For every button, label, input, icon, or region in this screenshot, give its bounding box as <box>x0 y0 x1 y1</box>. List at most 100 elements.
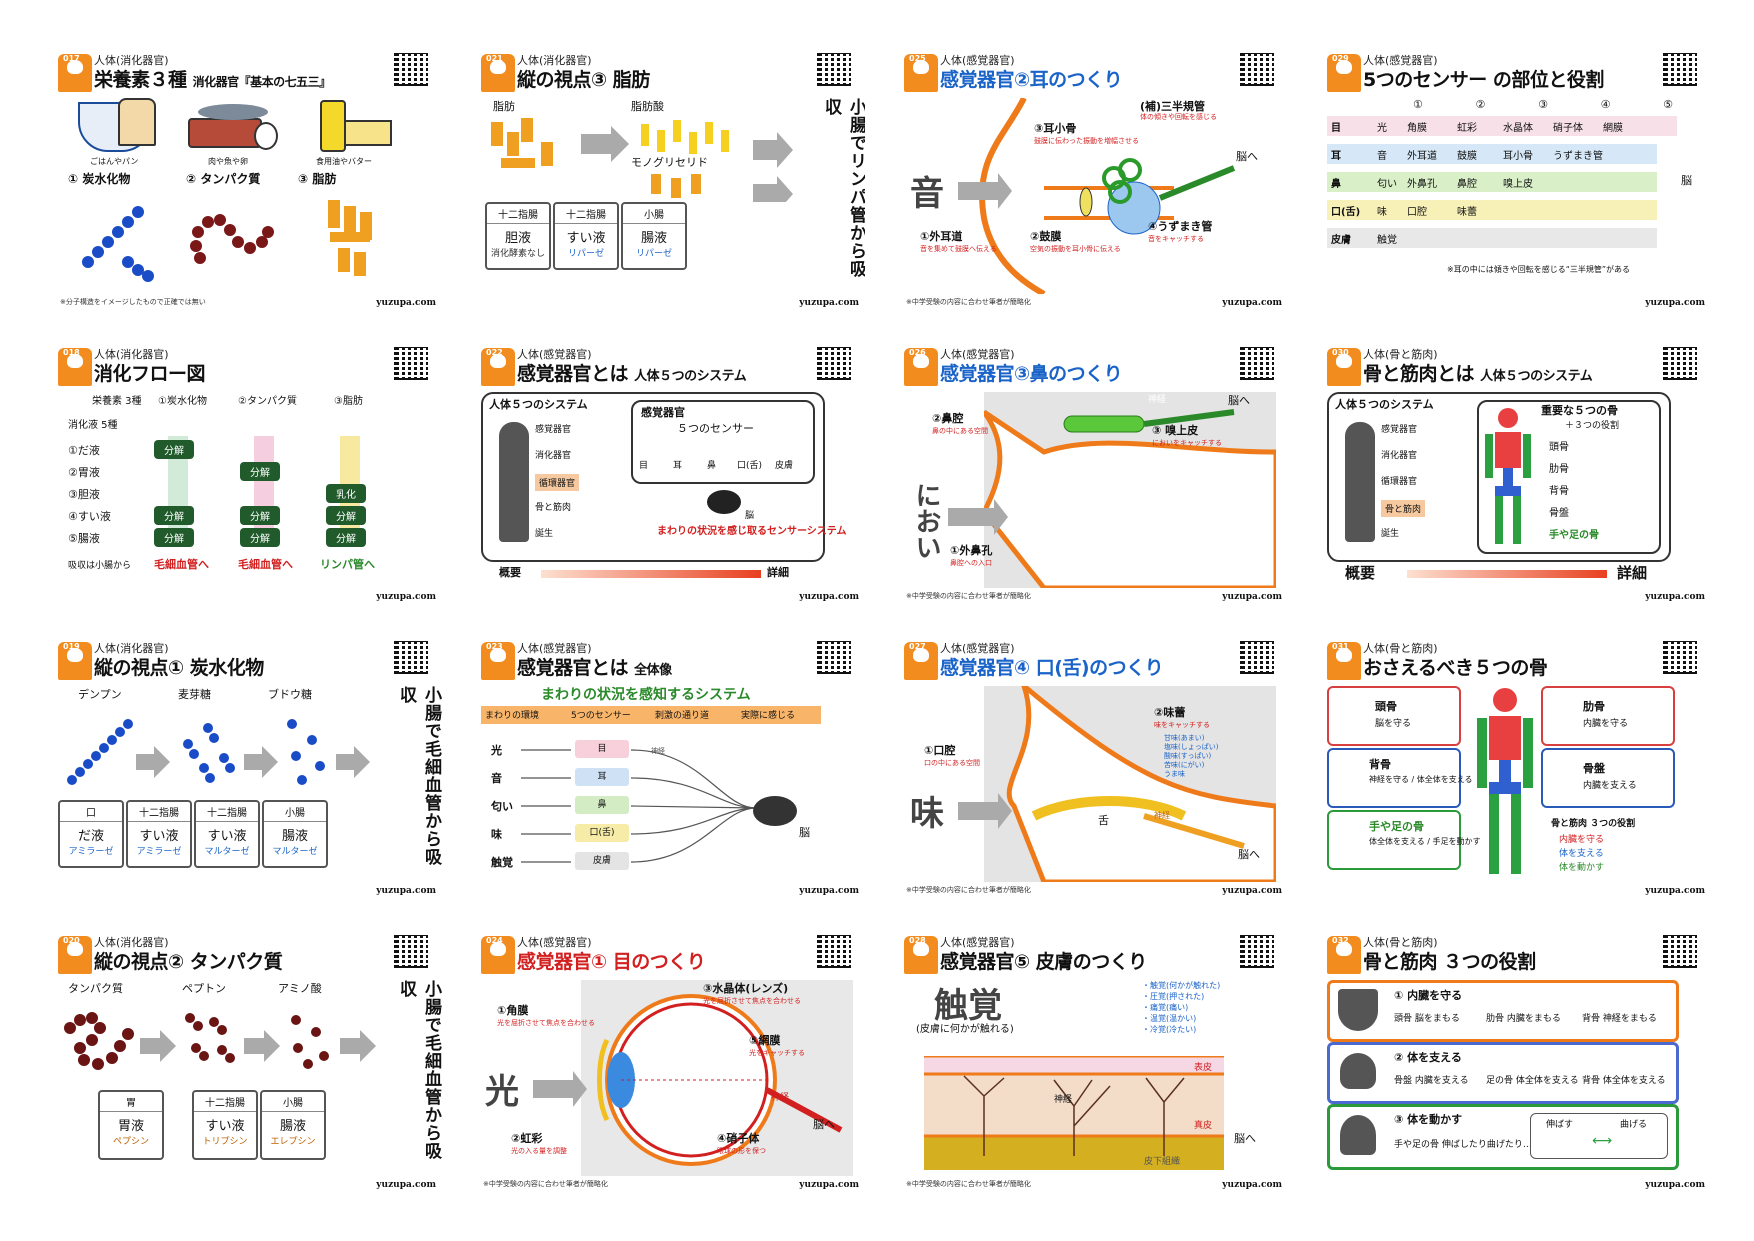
part-label: ①外耳道 <box>920 230 963 243</box>
digestion-flow-table: 栄養素 3種 消化液 5種 ①炭水化物 ②タンパク質 ③脂肪 ①だ液 ②胃液 ③… <box>58 392 430 588</box>
sensor-item: 口(舌) <box>737 461 763 471</box>
qr-code-icon <box>1240 346 1274 380</box>
brand-logo-icon <box>904 936 938 974</box>
card-sheet: 017 人体(消化器官) 栄養素３種 消化器官『基本の七五三』 ごはんやパン 肉… <box>52 48 1712 1192</box>
bone-box-pelvis: 骨盤 内臓を支える <box>1541 748 1675 808</box>
row-header: ②胃液 <box>68 466 100 479</box>
part-desc: 体の傾きや回転を感じる <box>1140 113 1217 121</box>
card-030: 030 人体(骨と筋肉) 骨と筋肉とは 人体５つのシステム 人体５つのシステム … <box>1321 342 1711 604</box>
absorb-label: リンパ管へ <box>320 558 375 571</box>
digestive-juice-box: 十二指腸すい液マルターゼ <box>194 800 260 868</box>
butter-icon <box>344 120 392 146</box>
brand-logo-icon <box>1327 54 1361 92</box>
table-row: 耳音 外耳道鼓膜耳小骨うずまき管 <box>1327 144 1657 164</box>
panel-title: 人体５つのシステム <box>1335 398 1434 411</box>
part-desc: 光を屈折させて焦点を合わせる <box>497 1019 595 1027</box>
shield-icon <box>1338 989 1378 1031</box>
process-pill: 分解 <box>240 528 280 547</box>
site-credit: yuzupa.com <box>1645 298 1705 308</box>
role-item: 体を支える <box>1559 849 1604 859</box>
nerve-label: 神経 <box>1054 1095 1073 1105</box>
qr-code-icon <box>1240 934 1274 968</box>
bone-box-limbs: 手や足の骨 体全体を支える / 手足を動かす <box>1327 810 1481 870</box>
system-panel <box>481 392 825 562</box>
card-category: 人体(感覚器官) <box>517 348 592 361</box>
overview-label: 概要 <box>499 566 521 579</box>
oil-bottle-icon <box>320 100 346 152</box>
system-item: 消化器官 <box>535 451 572 461</box>
col-header: ② <box>1475 98 1486 111</box>
card-title: 感覚器官③鼻のつくり <box>940 363 1123 385</box>
site-credit: yuzupa.com <box>1645 886 1705 896</box>
site-credit: yuzupa.com <box>1222 592 1282 602</box>
brand-logo-icon <box>58 54 92 92</box>
card-title: 骨と筋肉 ３つの役割 <box>1363 951 1536 973</box>
system-item: 感覚器官 <box>1381 425 1418 435</box>
stimulus-word: 光 <box>485 1072 519 1112</box>
nerve-label: 神経 <box>1154 811 1170 820</box>
sensor-eye: 目 <box>575 740 629 758</box>
system-item: 消化器官 <box>1381 451 1418 461</box>
bone-item: 骨盤 <box>1549 508 1569 519</box>
part-desc: 光の入る量を調整 <box>511 1147 567 1155</box>
process-pill: 乳化 <box>326 484 366 503</box>
layer-label: 表皮 <box>1194 1063 1213 1073</box>
brain-label: 脳へ <box>1228 394 1250 407</box>
card-number: 030 <box>1332 348 1349 357</box>
card-category: 人体(骨と筋肉) <box>1363 936 1438 949</box>
digestive-juice-box: 小腸腸液マルターゼ <box>262 800 328 868</box>
card-category: 人体(感覚器官) <box>940 348 1015 361</box>
role-item: 体を動かす <box>1559 863 1605 873</box>
fish-icon <box>198 104 268 120</box>
table-row: 鼻匂い 外鼻孔鼻腔嗅上皮 <box>1327 172 1657 192</box>
env-label: 光 <box>491 744 502 757</box>
process-pill: 分解 <box>326 528 366 547</box>
digestive-juice-box: 口だ液アミラーゼ <box>58 800 124 868</box>
system-item-highlight: 循環器官 <box>535 474 580 491</box>
footer-cell: 吸収は小腸から <box>68 561 132 571</box>
sensor-mouth: 口(舌) <box>575 824 629 842</box>
card-number: 029 <box>1332 54 1349 63</box>
process-pill: 分解 <box>154 506 194 525</box>
stage-label: 脂肪 <box>493 100 515 113</box>
card-category: 人体(感覚器官) <box>940 936 1015 949</box>
qr-code-icon <box>394 640 428 674</box>
card-title: 骨と筋肉とは 人体５つのシステム <box>1363 363 1593 385</box>
bend-stretch-panel <box>1530 1113 1668 1159</box>
tongue-label: 舌 <box>1098 814 1109 827</box>
card-number: 025 <box>909 54 926 63</box>
layer-label: 真皮 <box>1194 1121 1213 1131</box>
molecule-diagram <box>82 200 372 282</box>
digestive-juice-box: 十二指腸すい液トリプシン <box>192 1090 258 1160</box>
card-026: 026 人体(感覚器官) 感覚器官③鼻のつくり におい ②鼻腔 鼻の中にある空間… <box>898 342 1288 604</box>
card-number: 018 <box>63 348 80 357</box>
part-desc: 鼻の中にある空間 <box>932 427 988 435</box>
qr-code-icon <box>1240 640 1274 674</box>
human-silhouette-icon <box>499 422 529 542</box>
card-022: 022 人体(感覚器官) 感覚器官とは 人体５つのシステム 人体５つのシステム … <box>475 342 865 604</box>
card-number: 032 <box>1332 936 1349 945</box>
role-box-support: ② 体を支える 骨盤 内臓を支える 足の骨 体全体を支える 背骨 体全体を支える <box>1327 1042 1679 1104</box>
bone-item: 頭骨 <box>1549 442 1569 453</box>
card-title: おさえるべき５つの骨 <box>1363 657 1548 679</box>
stage-label: モノグリセリド <box>631 156 708 169</box>
col-header: ③ <box>1538 98 1548 111</box>
brand-logo-icon <box>58 642 92 680</box>
role-box-protect: ① 内臓を守る 頭骨 脳をまもる 肋骨 内臓をまもる 背骨 神経をまもる <box>1327 980 1679 1042</box>
card-number: 024 <box>486 936 503 945</box>
qr-code-icon <box>1663 934 1697 968</box>
role-item: 内臓を守る <box>1559 835 1605 845</box>
taste-list: 甘味(あまい)塩味(しょっぱい)酸味(すっぱい)苦味(にがい)うま味 <box>1164 734 1219 778</box>
brand-logo-icon <box>481 348 515 386</box>
part-label: ③水晶体(レンズ) <box>703 982 789 995</box>
food-label: 肉や魚や卵 <box>208 157 248 166</box>
qr-code-icon <box>394 346 428 380</box>
site-credit: yuzupa.com <box>376 592 436 602</box>
process-pill: 分解 <box>154 528 194 547</box>
brain-label: 脳へ <box>1238 848 1260 861</box>
part-desc: 口の中にある空間 <box>924 759 980 767</box>
brand-logo-icon <box>58 348 92 386</box>
part-desc: 鼓膜に伝わった振動を増幅させる <box>1034 137 1139 145</box>
qr-code-icon <box>1663 640 1697 674</box>
